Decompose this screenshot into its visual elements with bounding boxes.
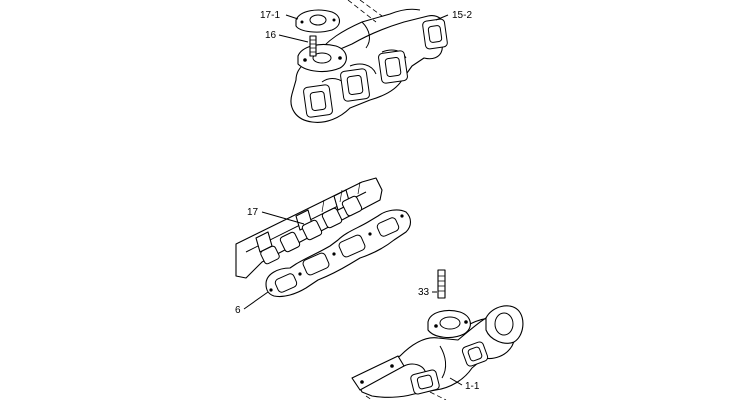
callout-33: 33 xyxy=(418,287,430,298)
lower-manifold-1-1 xyxy=(351,269,524,401)
callout-1-1: 1-1 xyxy=(465,381,480,392)
callout-17: 17 xyxy=(247,207,259,218)
callout-17-1: 17-1 xyxy=(260,10,280,21)
callout-16: 16 xyxy=(265,30,277,41)
manifold-gaskets xyxy=(235,177,412,310)
upper-manifold-15-2 xyxy=(278,0,449,123)
callout-6: 6 xyxy=(235,305,241,316)
callout-15-2: 15-2 xyxy=(452,10,472,21)
